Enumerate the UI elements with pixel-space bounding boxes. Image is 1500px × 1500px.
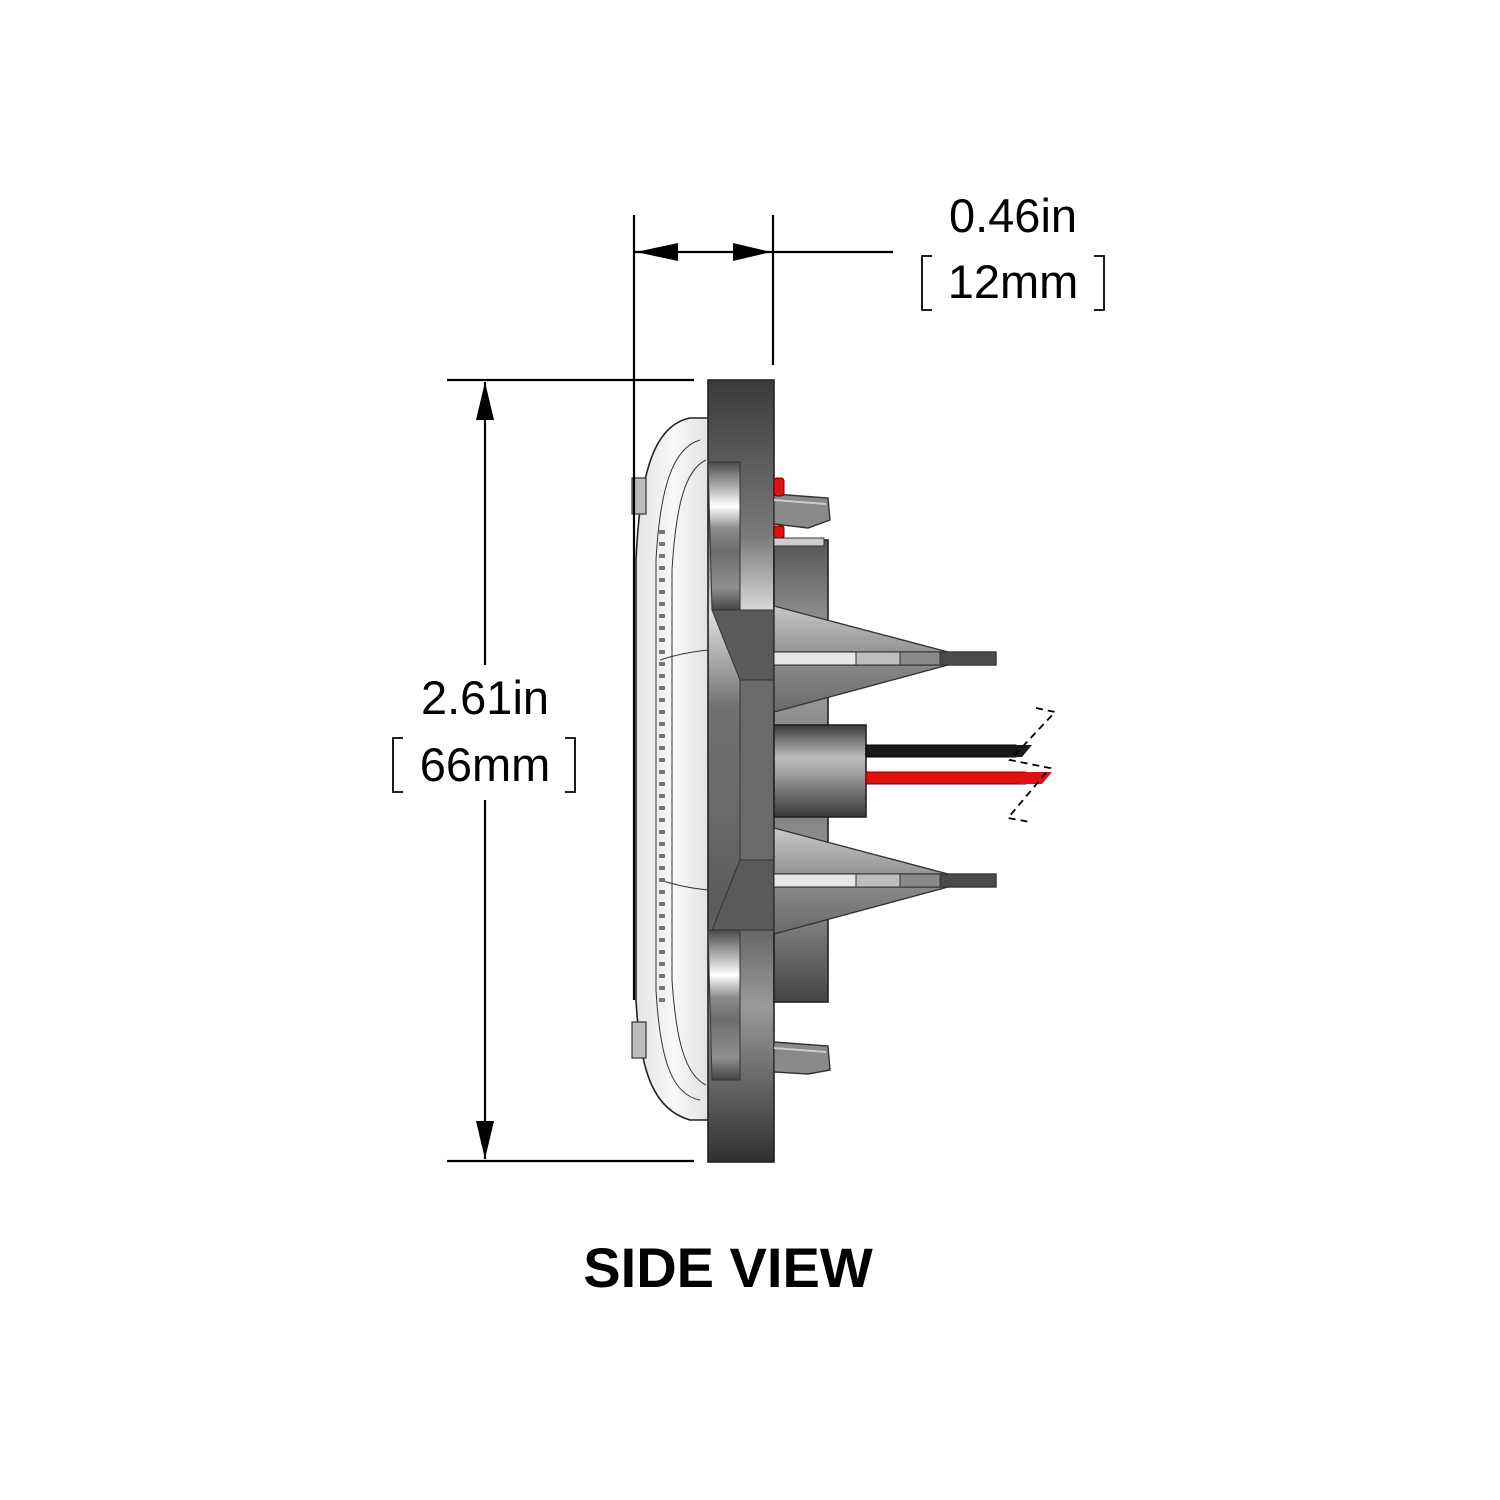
- depth-imperial-label: 0.46in: [949, 189, 1077, 242]
- depth-metric-label: 12mm: [948, 255, 1079, 308]
- depth-dimension: 0.46in 12mm: [632, 189, 1105, 1000]
- mounting-clip-bottom: [773, 1041, 831, 1075]
- mounting-clip-top: [773, 493, 831, 529]
- mounting-stud-bottom: [773, 827, 997, 935]
- housing-bezel: [707, 379, 775, 1163]
- view-label: SIDE VIEW: [583, 1236, 873, 1299]
- wire-break-marks: [1006, 707, 1057, 823]
- wire-black: [865, 744, 1032, 758]
- mounting-stud-top: [773, 605, 997, 713]
- height-metric-label: 66mm: [420, 738, 551, 791]
- wire-connector: [773, 724, 867, 818]
- wire-red: [865, 771, 1052, 785]
- height-dimension: 2.61in 66mm: [392, 378, 694, 1163]
- red-tab-top: [773, 477, 785, 539]
- height-imperial-label: 2.61in: [421, 671, 549, 724]
